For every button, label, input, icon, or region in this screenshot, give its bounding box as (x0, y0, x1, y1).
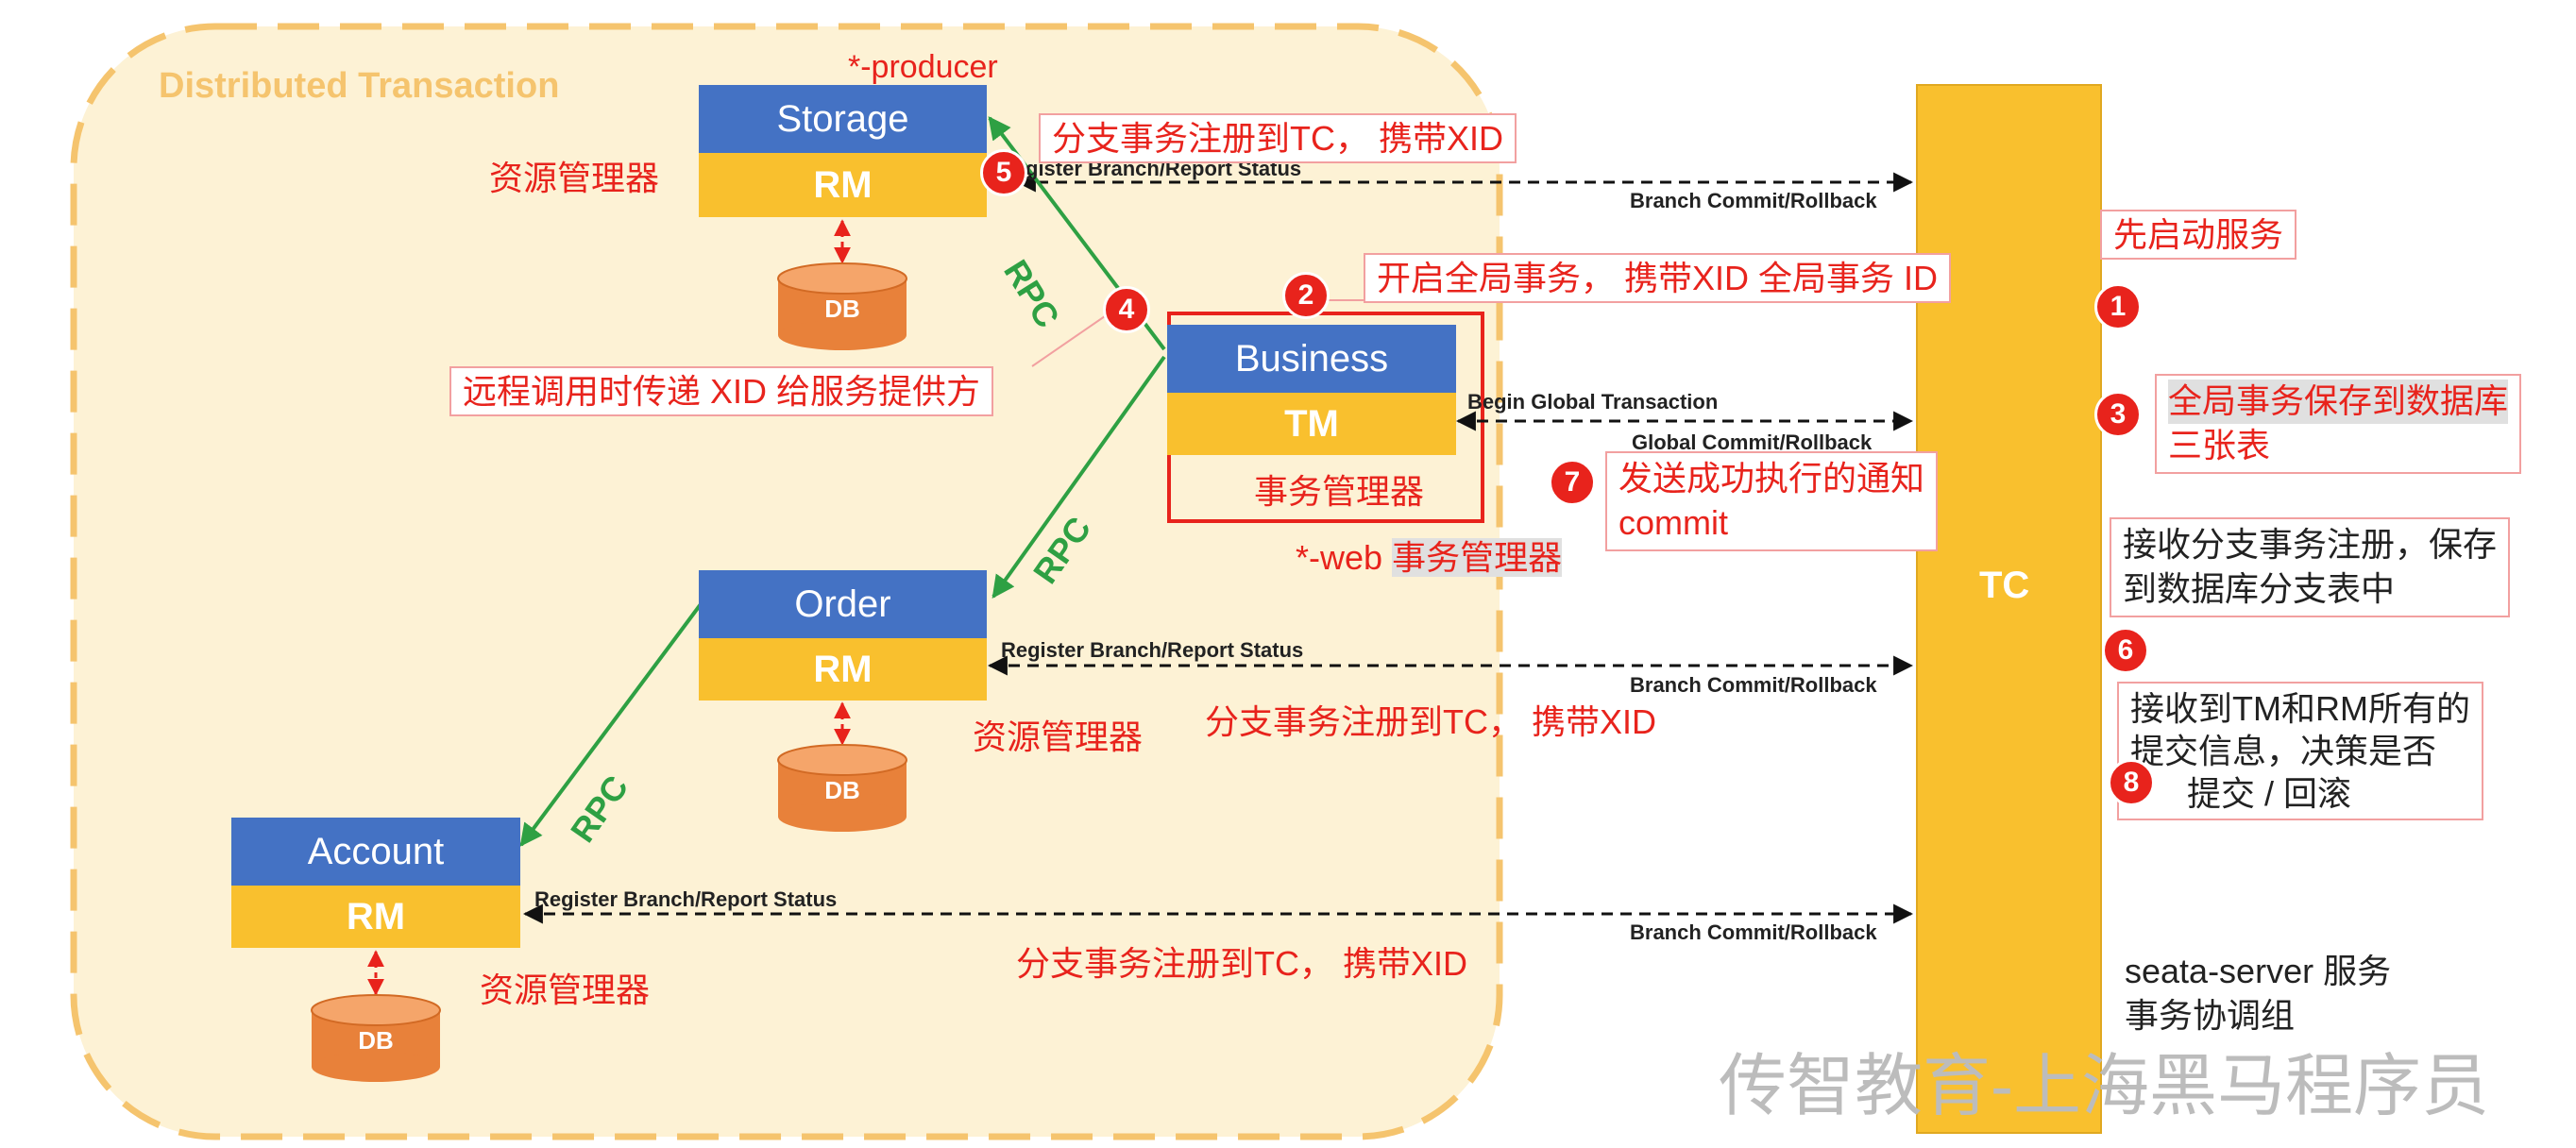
business-tag-role: 事务管理器 (1392, 538, 1563, 577)
note-save-global: 全局事务保存到数据库 三张表 (2155, 374, 2522, 474)
tc-label: TC (1979, 565, 2030, 606)
order-branch-label: Branch Commit/Rollback (1630, 673, 1877, 697)
note-decide-line3: 提交 / 回滚 (2187, 774, 2352, 813)
business-tag-suffix: *-web (1296, 538, 1383, 577)
note-server-line2: 事务协调组 (2125, 995, 2296, 1035)
note-recv-branch: 接收分支事务注册，保存 到数据库分支表中 (2110, 517, 2511, 617)
note-decide-line2: 提交信息，决策是否 (2130, 732, 2437, 770)
note-server: seata-server 服务 事务协调组 (2125, 950, 2391, 1038)
note-notify-line1: 发送成功执行的通知 (1618, 459, 1925, 498)
storage-service: Storage (699, 85, 987, 153)
storage-db-label: DB (824, 295, 860, 323)
note-begin-global: 开启全局事务， 携带XID 全局事务 ID (1364, 253, 1952, 304)
business-role: 事务管理器 (1254, 472, 1425, 511)
begin-global-label: Begin Global Transaction (1467, 390, 1719, 414)
zone-title: Distributed Transaction (159, 66, 560, 106)
note-decide-line1: 接收到TM和RM所有的 (2130, 689, 2470, 728)
tc-coordinator (1916, 84, 2102, 1134)
step-badge-1: 1 (2094, 283, 2142, 330)
order-db-label: DB (824, 776, 860, 804)
note-order-register: 分支事务注册到TC， 携带XID (1205, 702, 1657, 741)
step-badge-3: 3 (2094, 391, 2142, 438)
step-badge-2: 2 (1282, 272, 1330, 319)
order-rm: RM (699, 638, 987, 701)
rpc-business-order (991, 355, 1166, 599)
storage-role: 资源管理器 (489, 159, 660, 197)
note-decide: 接收到TM和RM所有的 提交信息，决策是否 提交 / 回滚 (2117, 682, 2483, 820)
step-badge-4: 4 (1103, 286, 1150, 333)
note-account-register: 分支事务注册到TC， 携带XID (1016, 944, 1468, 983)
order-role: 资源管理器 (973, 718, 1144, 756)
account-rm: RM (231, 886, 520, 948)
note-notify-line2: commit (1618, 502, 1728, 542)
note-rpc-pass: 远程调用时传递 XID 给服务提供方 (449, 366, 994, 417)
storage-rm: RM (699, 153, 987, 217)
account-db-cylinder (311, 994, 441, 1082)
watermark-text: 传智教育-上海黑马程序员 (1719, 1049, 2489, 1124)
rpc-order-account (519, 602, 703, 847)
note-recv-branch-line2: 到数据库分支表中 (2123, 568, 2396, 608)
note-recv-branch-line1: 接收分支事务注册，保存 (2123, 525, 2498, 564)
order-register-label: Register Branch/Report Status (1001, 638, 1304, 662)
business-tm: TM (1167, 393, 1456, 455)
order-service: Order (699, 570, 987, 638)
step-badge-8: 8 (2108, 759, 2155, 806)
business-service: Business (1167, 325, 1456, 393)
account-service: Account (231, 818, 520, 886)
note-notify: 发送成功执行的通知 commit (1605, 451, 1939, 551)
note-save-global-line1: 全局事务保存到数据库 (2168, 380, 2509, 424)
storage-branch-label: Branch Commit/Rollback (1630, 189, 1877, 212)
step-badge-7: 7 (1549, 459, 1596, 506)
order-db-cylinder (777, 744, 907, 832)
storage-tag: *-producer (848, 49, 998, 85)
step-badge-6: 6 (2102, 627, 2149, 674)
step-badge-5: 5 (980, 149, 1027, 196)
business-tag: *-web 事务管理器 (1296, 538, 1563, 577)
note-start-service: 先启动服务 (2100, 210, 2297, 261)
account-db-label: DB (358, 1026, 394, 1055)
note-server-line1: seata-server 服务 (2125, 952, 2392, 990)
note-save-global-line2: 三张表 (2168, 425, 2271, 464)
account-branch-label: Branch Commit/Rollback (1630, 920, 1877, 944)
storage-db-cylinder (777, 262, 907, 350)
account-role: 资源管理器 (480, 971, 651, 1009)
account-register-label: Register Branch/Report Status (534, 887, 838, 911)
note-storage-register: 分支事务注册到TC， 携带XID (1039, 113, 1517, 164)
note-pointer-rpc (1031, 315, 1106, 367)
global-commit-label: Global Commit/Rollback (1632, 430, 1873, 454)
